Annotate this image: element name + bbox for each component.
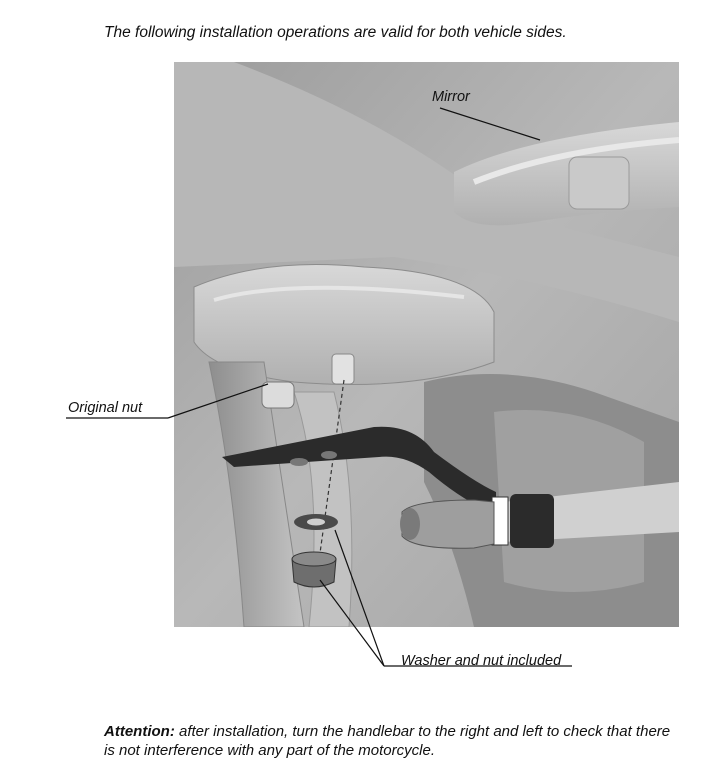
bar-end-plug — [401, 499, 495, 549]
washer-nut-label: Washer and nut included — [401, 653, 562, 669]
bolt-axis — [315, 379, 345, 583]
mount-stud — [331, 353, 355, 385]
attention-lead: Attention: — [104, 723, 175, 740]
washer-leader — [334, 529, 385, 667]
attention-note: Attention: after installation, turn the … — [104, 722, 704, 760]
attention-line2: is not interference with any part of the… — [104, 742, 435, 759]
included-nut — [291, 558, 337, 588]
nut-leader — [319, 579, 385, 667]
upper-fairing — [174, 62, 679, 322]
original-nut-label: Original nut — [68, 400, 143, 416]
mirror-leader — [439, 107, 541, 141]
attention-line1: after installation, turn the handlebar t… — [174, 723, 671, 740]
bar-end-sleeve — [510, 494, 554, 548]
original-nut-leader — [167, 383, 269, 419]
mirror-label: Mirror — [432, 89, 470, 105]
mounting-bracket — [222, 426, 496, 514]
fork-leg — [208, 361, 305, 627]
installation-illustration — [174, 62, 679, 627]
original-nut — [261, 381, 295, 409]
motorcycle-fairing-drawing — [174, 62, 679, 627]
intro-text: The following installation operations ar… — [104, 24, 567, 41]
